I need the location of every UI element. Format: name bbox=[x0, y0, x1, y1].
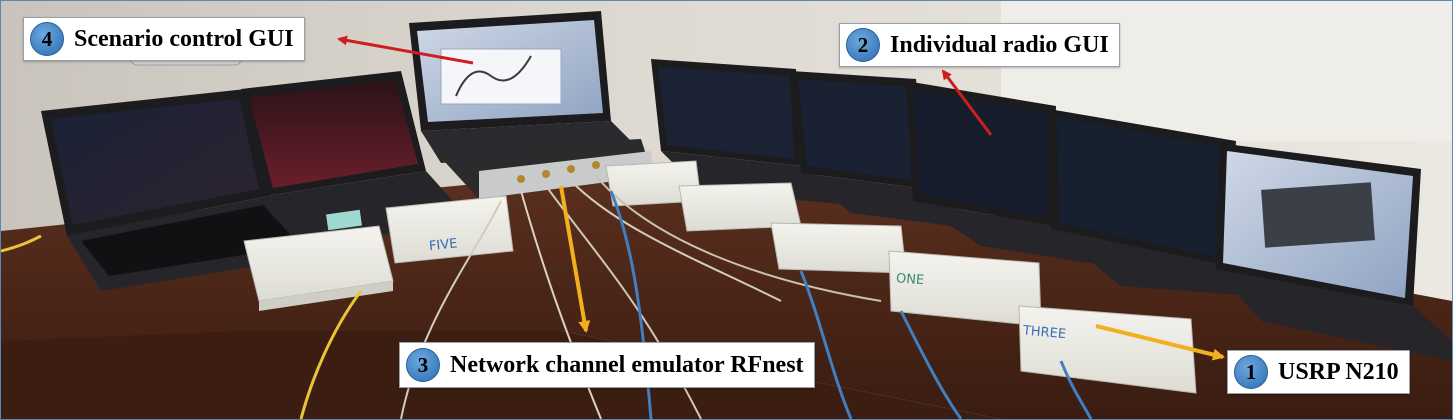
usrp-label-five: FIVE bbox=[428, 236, 458, 254]
arrow-rfnest bbox=[559, 185, 591, 333]
rfnest-chassis bbox=[433, 139, 653, 199]
usrp-box-a bbox=[243, 225, 394, 311]
arrow-scenario-gui bbox=[337, 35, 474, 65]
callout-label: Network channel emulator RFnest bbox=[450, 351, 804, 378]
laptop-8 bbox=[1216, 143, 1452, 361]
callout-label: Scenario control GUI bbox=[74, 25, 294, 52]
usrp-label-three: THREE bbox=[1021, 323, 1066, 342]
usrp-box-five: FIVE bbox=[385, 195, 514, 264]
arrow-radio-gui bbox=[941, 69, 993, 136]
callout-label: Individual radio GUI bbox=[890, 31, 1109, 58]
callout-number-badge: 3 bbox=[406, 348, 440, 382]
callout-scenario-control: 4 Scenario control GUI bbox=[23, 17, 305, 61]
laptop-4 bbox=[651, 59, 861, 206]
callout-number-badge: 2 bbox=[846, 28, 880, 62]
callout-number-badge: 1 bbox=[1234, 355, 1268, 389]
laptop-7 bbox=[1049, 109, 1321, 301]
callout-label: USRP N210 bbox=[1278, 358, 1399, 385]
usrp-box-three: THREE bbox=[1018, 305, 1197, 394]
usrp-box-one: ONE bbox=[888, 250, 1042, 327]
arrow-usrp bbox=[1095, 324, 1225, 361]
usrp-label-one: ONE bbox=[895, 271, 924, 288]
callout-number-badge: 4 bbox=[30, 22, 64, 56]
callout-individual-radio: 2 Individual radio GUI bbox=[839, 23, 1120, 67]
usrp-box-e bbox=[770, 222, 907, 274]
callout-network-emulator: 3 Network channel emulator RFnest bbox=[399, 342, 815, 388]
callout-usrp: 1 USRP N210 bbox=[1227, 350, 1410, 394]
laptop-1 bbox=[41, 89, 321, 291]
